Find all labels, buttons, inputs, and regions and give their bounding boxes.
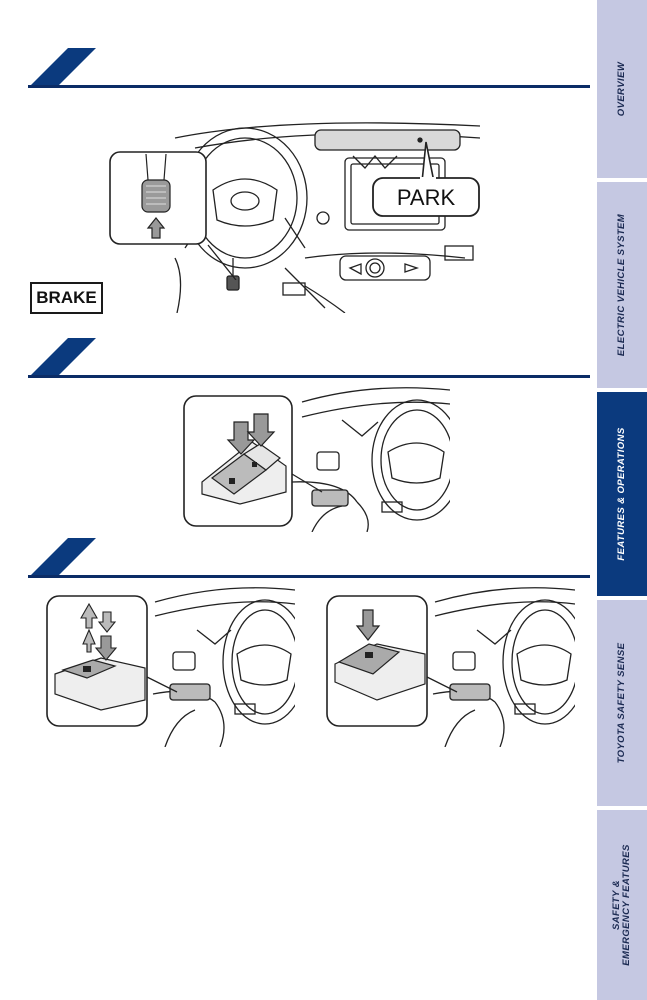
section-rule — [28, 375, 590, 378]
power-window-switch-illustration-2 — [326, 587, 575, 747]
tab-features-operations-label: FEATURES & OPERATIONS — [616, 427, 627, 561]
brake-label: BRAKE — [30, 282, 103, 314]
tab-toyota-safety-sense[interactable]: TOYOTA SAFETY SENSE — [597, 600, 647, 806]
section-header-2 — [28, 338, 590, 378]
section-rule — [28, 575, 590, 578]
tab-overview-label: OVERVIEW — [616, 61, 627, 117]
brake-pedal-callout — [109, 151, 237, 280]
section-flag — [28, 48, 96, 88]
section-rule — [28, 85, 590, 88]
tab-safety-line-2: EMERGENCY FEATURES — [621, 844, 632, 966]
power-window-switch-illustration-1 — [46, 587, 295, 747]
door-lock-switch-illustration — [183, 387, 450, 532]
tab-safety-emergency-features[interactable]: SAFETY & EMERGENCY FEATURES — [597, 810, 647, 1000]
tab-features-operations[interactable]: FEATURES & OPERATIONS — [597, 392, 647, 596]
tab-electric-vehicle-system-label: ELECTRIC VEHICLE SYSTEM — [616, 213, 627, 357]
tab-overview[interactable]: OVERVIEW — [597, 0, 647, 178]
section-header-1 — [28, 48, 590, 88]
park-label: PARK — [396, 185, 456, 210]
tab-toyota-safety-sense-label: TOYOTA SAFETY SENSE — [616, 642, 627, 764]
tab-safety-emergency-features-label: SAFETY & EMERGENCY FEATURES — [611, 844, 632, 966]
tab-electric-vehicle-system[interactable]: ELECTRIC VEHICLE SYSTEM — [597, 182, 647, 388]
section-header-3 — [28, 538, 590, 578]
park-indicator-callout — [372, 141, 480, 217]
section-flag — [28, 338, 96, 378]
section-flag — [28, 538, 96, 578]
